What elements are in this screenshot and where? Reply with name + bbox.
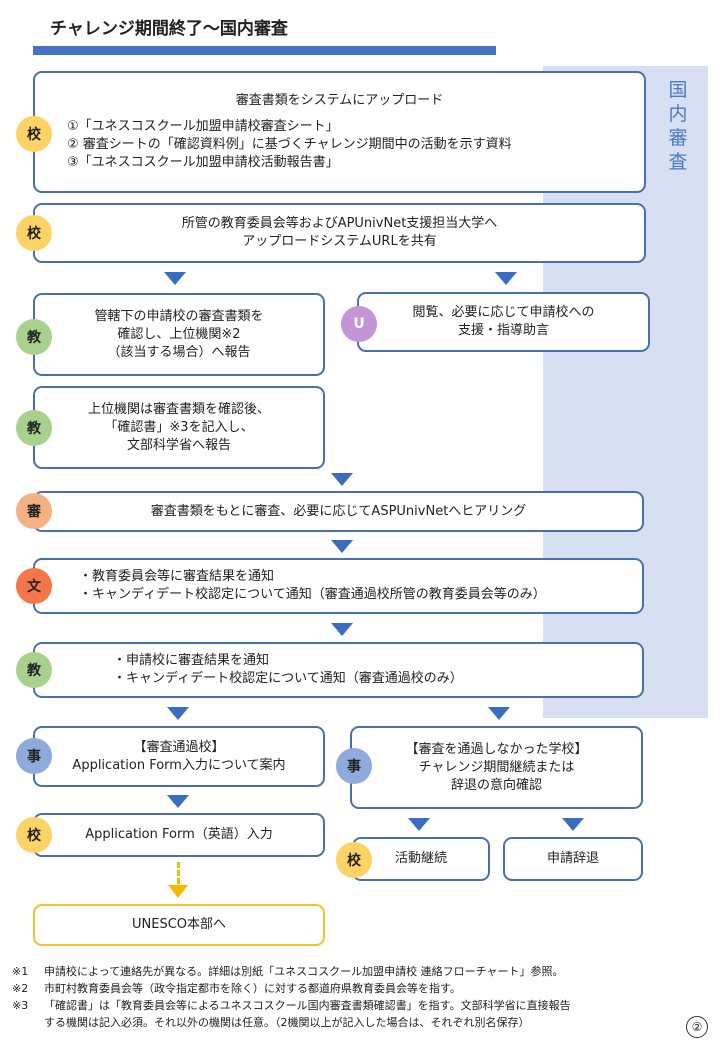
school-role-badge: 校 [16, 116, 52, 152]
title-underline [33, 46, 496, 55]
board-confirm-line: 確認し、上位機関※2 [117, 326, 241, 342]
board-notify-line: ・申請校に審査結果を通知 [113, 653, 270, 668]
upload-heading: 審査書類をシステムにアップロード [235, 93, 444, 108]
footnote: ※1 申請校によって連絡先が異なる。詳細は別紙「ユネスコスクール加盟申請校 連絡… [12, 963, 702, 980]
board-role-badge: 教 [16, 652, 52, 688]
not-passed-line: チャレンジ期間継続または [418, 759, 575, 775]
flow-arrow [164, 272, 186, 285]
flow-arrow [488, 707, 510, 720]
unesco-box: UNESCO本部へ [33, 904, 325, 946]
univ-support-box: 閲覧、必要に応じて申請校への 支援・指導助言 [357, 292, 650, 352]
flow-arrow [562, 818, 584, 831]
flow-arrow [331, 473, 353, 486]
share-url-line: 所管の教育委員会等およびAPUnivNet支援担当大学へ [181, 216, 498, 231]
application-form-text: Application Form（英語）入力 [85, 827, 273, 842]
mext-notify-box: ・教育委員会等に審査結果を通知 ・キャンディデート校認定について通知（審査通過校… [33, 558, 644, 614]
footnote-mark: ※1 [12, 965, 29, 978]
passed-school-line: Application Form入力について案内 [72, 757, 286, 773]
upload-box: 審査書類をシステムにアップロード ①「ユネスコスクール加盟申請校審査シート」 ②… [33, 71, 646, 193]
flow-arrow [408, 818, 430, 831]
mext-notify-line: ・教育委員会等に審査結果を通知 [79, 569, 275, 584]
upload-item: ② 審査シートの「確認資料例」に基づくチャレンジ期間中の活動を示す資料 [67, 137, 512, 152]
passed-school-line: 【審査通過校】 [133, 739, 225, 755]
continue-activity-text: 活動継続 [394, 851, 447, 866]
review-role-badge: 審 [16, 493, 52, 529]
flow-arrow [331, 540, 353, 553]
board-notify-line: ・キャンディデート校認定について通知（審査通過校のみ） [113, 671, 463, 686]
withdraw-box: 申請辞退 [503, 837, 643, 881]
board-confirm-line: 管轄下の申請校の審査書類を [94, 308, 264, 324]
upper-confirm-line: 上位機関は審査書類を確認後、 [87, 401, 270, 417]
unesco-text: UNESCO本部へ [131, 917, 226, 932]
board-role-badge: 教 [16, 410, 52, 446]
univ-support-line: 閲覧、必要に応じて申請校への [412, 305, 595, 320]
flow-arrow [167, 795, 189, 808]
continue-activity-box: 活動継続 [352, 837, 490, 881]
footnote: ※3 「確認書」は「教育委員会等によるユネスコスクール国内審査書類確認書」を指す… [12, 997, 702, 1031]
not-passed-line: 【審査を通過しなかった学校】 [405, 741, 588, 757]
board-confirm-line: （該当する場合）へ報告 [107, 344, 251, 360]
not-passed-school-box: 【審査を通過しなかった学校】 チャレンジ期間継続または 辞退の意向確認 [350, 726, 643, 809]
school-role-badge: 校 [16, 215, 52, 251]
footnotes: ※1 申請校によって連絡先が異なる。詳細は別紙「ユネスコスクール加盟申請校 連絡… [12, 963, 702, 1031]
mext-notify-line: ・キャンディデート校認定について通知（審査通過校所管の教育委員会等のみ） [79, 587, 546, 602]
upper-confirm-line: 文部科学省へ報告 [126, 437, 231, 453]
gold-arrow [168, 885, 188, 898]
university-role-badge: U [341, 306, 377, 342]
domestic-review-label: 国内審査 [668, 79, 688, 173]
footnote-line: する機関は記入必須。それ以外の機関は任意。（2機関以上が記入した場合は、それぞれ… [44, 1016, 530, 1029]
dashed-connector [177, 862, 180, 884]
upper-confirm-line: 「確認書」※3を記入し、 [104, 419, 254, 435]
flow-arrow [495, 272, 517, 285]
footnote-text: 「確認書」は「教育委員会等によるユネスコスクール国内審査書類確認書」を指す。文部… [44, 997, 571, 1031]
page-title: チャレンジ期間終了〜国内審査 [50, 19, 288, 39]
office-role-badge: 事 [336, 748, 372, 784]
flow-arrow [167, 707, 189, 720]
mext-role-badge: 文 [16, 568, 52, 604]
board-confirm-box: 管轄下の申請校の審査書類を 確認し、上位機関※2 （該当する場合）へ報告 [33, 293, 325, 376]
upper-confirm-box: 上位機関は審査書類を確認後、 「確認書」※3を記入し、 文部科学省へ報告 [33, 386, 325, 469]
upload-item: ③「ユネスコスクール加盟申請校活動報告書」 [67, 155, 339, 170]
footnote-text: 市町村教育委員会等（政令指定都市を除く）に対する都道府県教育委員会等を指す。 [44, 982, 461, 995]
page-number: ② [686, 1016, 708, 1038]
share-url-box: 所管の教育委員会等およびAPUnivNet支援担当大学へ アップロードシステムU… [33, 203, 646, 263]
footnote-mark: ※2 [12, 982, 29, 995]
footnote-mark: ※3 [12, 999, 29, 1012]
share-url-line: アップロードシステムURLを共有 [242, 234, 437, 249]
flow-arrow [331, 623, 353, 636]
passed-school-box: 【審査通過校】 Application Form入力について案内 [33, 726, 325, 787]
board-role-badge: 教 [16, 319, 52, 355]
board-notify-box: ・申請校に審査結果を通知 ・キャンディデート校認定について通知（審査通過校のみ） [33, 642, 644, 698]
school-role-badge: 校 [16, 817, 52, 853]
not-passed-line: 辞退の意向確認 [450, 777, 542, 793]
univ-support-line: 支援・指導助言 [457, 323, 549, 338]
upload-item: ①「ユネスコスクール加盟申請校審査シート」 [67, 119, 339, 134]
application-form-box: Application Form（英語）入力 [33, 813, 325, 857]
withdraw-text: 申請辞退 [546, 851, 599, 866]
footnote-line: 「確認書」は「教育委員会等によるユネスコスクール国内審査書類確認書」を指す。文部… [44, 999, 571, 1012]
footnote-text: 申請校によって連絡先が異なる。詳細は別紙「ユネスコスクール加盟申請校 連絡フロー… [44, 965, 564, 978]
footnote: ※2 市町村教育委員会等（政令指定都市を除く）に対する都道府県教育委員会等を指す… [12, 980, 702, 997]
review-text: 審査書類をもとに審査、必要に応じてASPUnivNetへヒアリング [150, 503, 527, 519]
office-role-badge: 事 [16, 738, 52, 774]
review-box: 審査書類をもとに審査、必要に応じてASPUnivNetへヒアリング [33, 491, 644, 532]
school-role-badge: 校 [336, 842, 372, 878]
